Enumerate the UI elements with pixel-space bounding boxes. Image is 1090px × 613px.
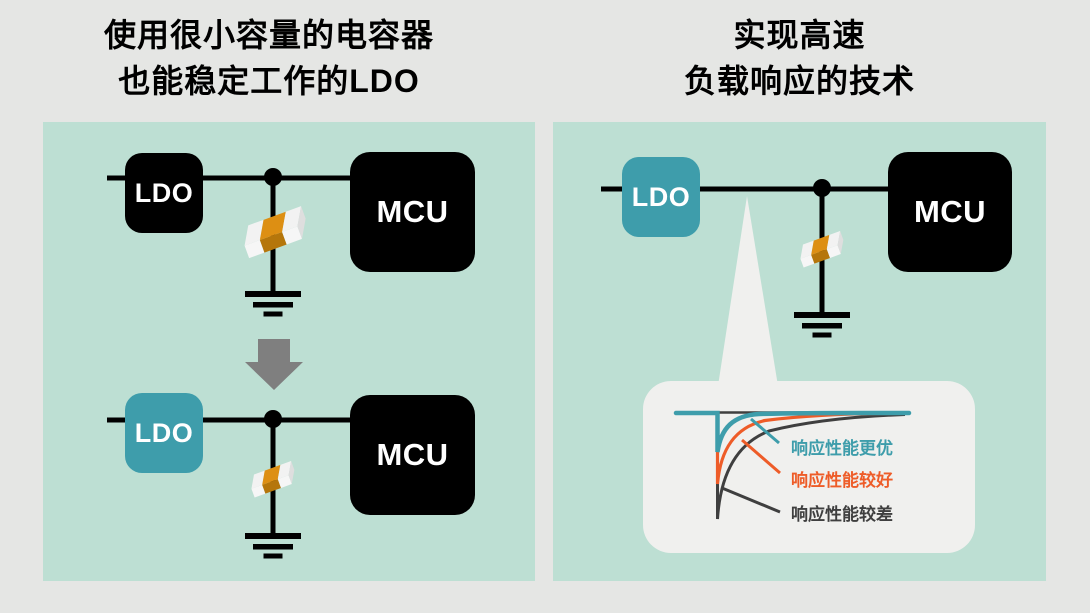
ldo-label: LDO (134, 177, 194, 208)
response-curve-poor (716, 413, 906, 520)
mcu-box: MCU (888, 152, 1012, 272)
right-panel: LDO MCU 响应性能更优 响应性能较好 响应性能较差 (553, 122, 1046, 581)
junction-dot (264, 168, 282, 186)
ldo-box-before: LDO (125, 153, 203, 233)
left-title-line2: 也能稳定工作的LDO (118, 63, 420, 99)
ldo-label: LDO (631, 181, 691, 212)
left-panel: LDO MCU LDO MCU (43, 122, 535, 581)
mcu-box-before: MCU (350, 152, 475, 272)
leader-line-good (741, 438, 781, 475)
junction-dot (264, 410, 282, 428)
mcu-label: MCU (913, 194, 987, 229)
legend-label-best: 响应性能更优 (791, 439, 893, 458)
junction-dot (813, 179, 831, 197)
leader-line-best (750, 417, 780, 445)
load-response-chart (673, 410, 912, 520)
response-curve-best (673, 410, 912, 453)
ldo-box-after: LDO (125, 393, 203, 473)
ground-icon (794, 312, 850, 338)
mcu-label: MCU (376, 194, 449, 229)
mcu-box-after: MCU (350, 395, 475, 515)
ldo-label: LDO (134, 417, 194, 448)
down-arrow-icon (245, 339, 303, 390)
legend-label-poor: 响应性能较差 (791, 505, 893, 524)
right-circuit-drawing (601, 179, 893, 386)
ground-icon (245, 533, 301, 559)
mcu-label: MCU (376, 437, 449, 472)
left-circuit-drawing (107, 168, 358, 559)
right-title-line2: 负载响应的技术 (683, 63, 915, 99)
legend-label-good: 响应性能较好 (791, 471, 893, 490)
mlcc-capacitor-icon-small (800, 231, 844, 268)
right-title-line1: 实现高速 (733, 17, 866, 53)
leader-line-poor (721, 486, 781, 514)
callout-bubble: 响应性能更优 响应性能较好 响应性能较差 (643, 381, 975, 553)
callout-pointer (718, 196, 778, 386)
ground-icon (245, 291, 301, 317)
left-title-line1: 使用很小容量的电容器 (103, 17, 434, 53)
left-panel-title: 使用很小容量的电容器 也能稳定工作的LDO (23, 12, 515, 104)
right-panel-title: 实现高速 负载响应的技术 (553, 12, 1046, 104)
ldo-box: LDO (622, 157, 700, 237)
mlcc-capacitor-icon-small (251, 461, 295, 498)
mlcc-capacitor-icon (244, 206, 306, 259)
